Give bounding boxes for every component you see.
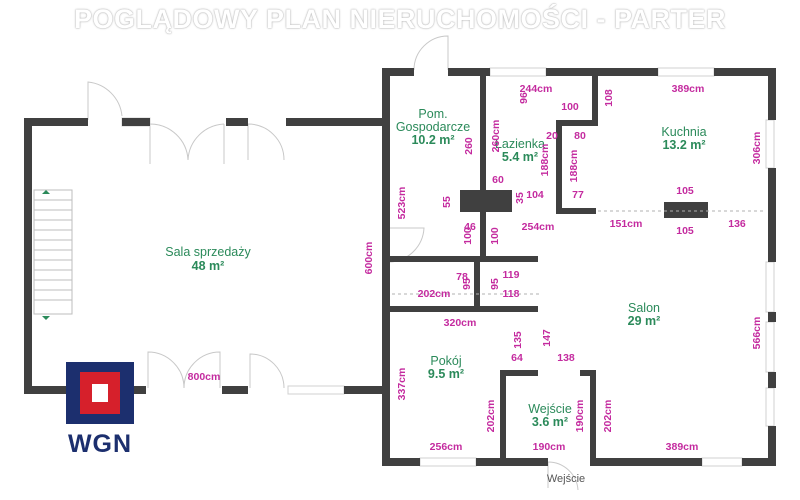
dim-label: 100 [561, 101, 579, 113]
dim-label: 78 [456, 271, 468, 283]
logo-white-square [92, 384, 108, 402]
room-area-wejscie: 3.6 m² [532, 415, 568, 429]
dim-label: 46 [464, 221, 476, 233]
dim-label: 35 [514, 192, 526, 204]
dim-label: 60 [492, 174, 504, 186]
dimension-labels: 244cm 389cm 100 20 80 60 104 77 105 46 2… [188, 83, 746, 453]
logo-text: WGN [67, 430, 133, 458]
dim-label: 202cm [485, 400, 497, 433]
dim-label: 118 [503, 288, 520, 300]
dim-label: 523cm [396, 187, 408, 220]
dim-label: 138 [557, 352, 575, 364]
dim-label: 202cm [418, 288, 451, 300]
walls [24, 68, 776, 466]
dim-label: 190cm [533, 441, 566, 453]
dim-label: 20 [546, 130, 558, 142]
dim-label: 100 [489, 227, 501, 245]
stair-arrow-icon [42, 316, 50, 320]
dim-label: 108 [603, 89, 615, 107]
dim-label: 64 [511, 352, 523, 364]
dim-label: 95 [461, 278, 473, 290]
dim-label: 566cm [751, 317, 763, 350]
dim-label: 104 [526, 189, 544, 201]
room-area-pom: 10.2 m² [411, 133, 454, 147]
logo-square [66, 362, 134, 424]
dim-label: 55 [441, 196, 453, 208]
plan-title: POGLĄDOWY PLAN NIERUCHOMOŚCI - PARTER [73, 4, 726, 34]
dim-label: 260cm [490, 120, 502, 153]
room-area-kuchnia: 13.2 m² [662, 138, 705, 152]
dim-label: 188cm [568, 150, 580, 183]
dim-label: 389cm [672, 83, 705, 95]
stairs [33, 189, 73, 315]
sala-floor [28, 122, 386, 390]
dim-label: 389cm [666, 441, 699, 453]
dim-label: 147 [541, 329, 553, 347]
dim-label: 337cm [396, 368, 408, 401]
room-name-kuchnia: Kuchnia [661, 125, 706, 139]
dim-label: 256cm [430, 441, 463, 453]
dim-label: 254cm [522, 221, 555, 233]
dim-label: 119 [503, 269, 520, 281]
dim-label: 306cm [751, 132, 763, 165]
room-name-pom: Pom. [418, 107, 447, 121]
dashed-lines [392, 210, 766, 295]
dim-label: 95 [489, 278, 501, 290]
door-swings [87, 35, 579, 491]
room-name-sala: Sala sprzedaży [165, 245, 251, 259]
dim-label: 96 [518, 92, 530, 104]
room-area-lazienka: 5.4 m² [502, 150, 538, 164]
dim-label: 260 [463, 137, 475, 155]
room-area-sala: 48 m² [192, 259, 225, 273]
dim-label: 151cm [610, 218, 643, 230]
dim-label: 77 [572, 189, 584, 201]
dim-label: 320cm [444, 317, 477, 329]
logo-red-square [80, 372, 120, 414]
wgn-logo: WGN [64, 362, 136, 462]
dim-label: 105 [676, 225, 694, 237]
room-area-salon: 29 m² [628, 314, 661, 328]
dim-label: 600cm [363, 242, 375, 275]
room-name-wejscie: Wejście [528, 402, 572, 416]
room-name-pokoj: Pokój [430, 354, 461, 368]
stair-arrow-icon [42, 190, 50, 194]
dim-label: 105 [676, 185, 694, 197]
room-name-pom-line2: Gospodarcze [396, 120, 470, 134]
room-name-lazienka: Łazienka [495, 137, 545, 151]
dim-label: 135 [512, 331, 524, 349]
room-name-salon: Salon [628, 301, 660, 315]
entrance-label: Wejście [547, 473, 585, 485]
room-area-pokoj: 9.5 m² [428, 367, 464, 381]
dim-label: 800cm [188, 371, 221, 383]
dim-label: 190cm [574, 400, 586, 433]
dim-label: 188cm [539, 144, 551, 177]
dim-label: 202cm [602, 400, 614, 433]
dim-label: 80 [574, 130, 586, 142]
dim-label: 136 [728, 218, 746, 230]
dimension-labels-vertical: 96 108 260cm 260 306cm 188cm 188cm 35 52… [363, 89, 763, 432]
dim-label: 100 [462, 227, 474, 245]
dim-label: 244cm [520, 83, 553, 95]
